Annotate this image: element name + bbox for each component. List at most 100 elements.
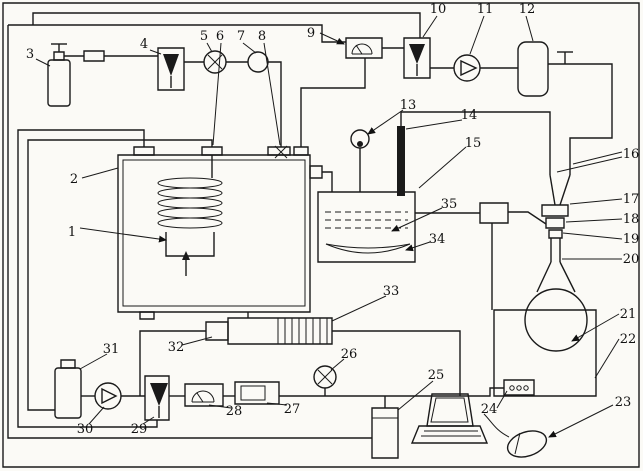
label-9: 9	[307, 26, 315, 41]
leader-35	[391, 208, 442, 231]
label-27: 27	[284, 402, 301, 417]
chamber-inlet-valve-8	[275, 146, 287, 158]
label-29: 29	[131, 422, 148, 437]
leader-24	[497, 391, 507, 408]
controller-24	[504, 380, 534, 395]
label-19: 19	[623, 232, 640, 247]
mouse-23	[484, 414, 550, 462]
pipe-filter-chain-right	[332, 331, 460, 396]
leader-9	[320, 33, 345, 44]
pipe-chamber-tank	[322, 172, 332, 192]
label-30: 30	[77, 422, 94, 437]
leader-19	[563, 233, 622, 239]
leader-10	[423, 16, 437, 37]
mouse-cable	[484, 414, 509, 437]
chamber-port-left	[134, 147, 154, 155]
leader-16a	[573, 152, 622, 164]
leader-31	[80, 354, 107, 369]
fitting-17	[542, 205, 568, 216]
label-20: 20	[623, 252, 640, 267]
label-22: 22	[620, 332, 637, 347]
leader-6	[213, 43, 221, 145]
electrode-plate-14	[397, 126, 405, 196]
flowmeter-10	[404, 38, 430, 78]
flowmeter-4	[158, 48, 184, 90]
leader-4	[150, 50, 161, 54]
junction-block	[480, 203, 508, 223]
label-2: 2	[70, 172, 78, 187]
label-7: 7	[237, 29, 245, 44]
pump-11	[454, 55, 480, 81]
leader-14	[406, 120, 462, 129]
leader-15	[419, 147, 466, 188]
pipe-pump7-chamber	[268, 62, 281, 147]
leader-12	[526, 16, 533, 41]
frame	[3, 3, 639, 467]
label-14: 14	[461, 108, 478, 123]
label-4: 4	[140, 37, 148, 52]
leader-18	[566, 219, 622, 222]
heating-box-22	[494, 310, 596, 396]
laptop-25	[412, 394, 487, 443]
label-13: 13	[400, 98, 417, 113]
label-33: 33	[383, 284, 400, 299]
pipe-filter-chain-left	[140, 331, 206, 396]
leader-22	[595, 339, 619, 378]
pipe-column12-adapter	[548, 64, 612, 175]
leader-16b	[557, 157, 622, 172]
flowmeter-29	[145, 376, 169, 420]
label-32: 32	[168, 340, 185, 355]
leader-25	[398, 381, 433, 410]
label-8: 8	[258, 29, 266, 44]
flask-21	[525, 289, 587, 351]
gauge-9	[346, 38, 382, 58]
sample-cup	[166, 232, 214, 256]
y-adapter-16	[542, 175, 570, 238]
shutoff-valve	[557, 52, 573, 64]
leader-28	[209, 405, 231, 408]
label-31: 31	[103, 342, 120, 357]
label-12: 12	[519, 2, 536, 17]
leader-30	[89, 407, 104, 424]
pipe-chamber-gauge9	[301, 58, 365, 147]
leader-32	[182, 337, 212, 345]
label-35: 35	[441, 197, 458, 212]
heating-coil	[158, 155, 222, 228]
fitting-19	[549, 230, 562, 238]
leader-26	[331, 359, 344, 370]
leader-5	[207, 43, 212, 52]
leader-11	[470, 16, 484, 54]
float-bulb-13	[351, 130, 369, 192]
fitting-18	[546, 218, 564, 228]
sample-boat-34	[326, 244, 410, 253]
leader-1	[80, 228, 167, 243]
leader-21	[571, 314, 619, 342]
leader-29	[143, 417, 154, 424]
gauge-28	[185, 384, 223, 406]
label-11: 11	[477, 2, 494, 17]
label-17: 17	[623, 192, 640, 207]
column-12	[518, 42, 548, 96]
label-24: 24	[481, 402, 498, 417]
chamber-port-exhaust	[294, 147, 308, 155]
pipe-chain-controller24	[460, 388, 504, 396]
gas-flow-arrow	[182, 251, 190, 276]
chamber-port-right	[268, 147, 290, 155]
leader-27	[267, 403, 287, 405]
leader-23	[548, 405, 613, 438]
filter-cartridge-33	[228, 318, 332, 344]
controller-27	[235, 382, 279, 404]
leader-3	[36, 59, 50, 66]
pump-30	[95, 383, 121, 409]
label-26: 26	[341, 347, 358, 362]
label-23: 23	[615, 395, 632, 410]
laptop-keyboard	[412, 426, 487, 443]
leader-33	[332, 296, 386, 321]
label-3: 3	[26, 47, 34, 62]
inline-fitting	[84, 51, 104, 61]
valve-26	[314, 366, 336, 396]
label-5: 5	[200, 29, 208, 44]
pump-7	[248, 52, 268, 72]
